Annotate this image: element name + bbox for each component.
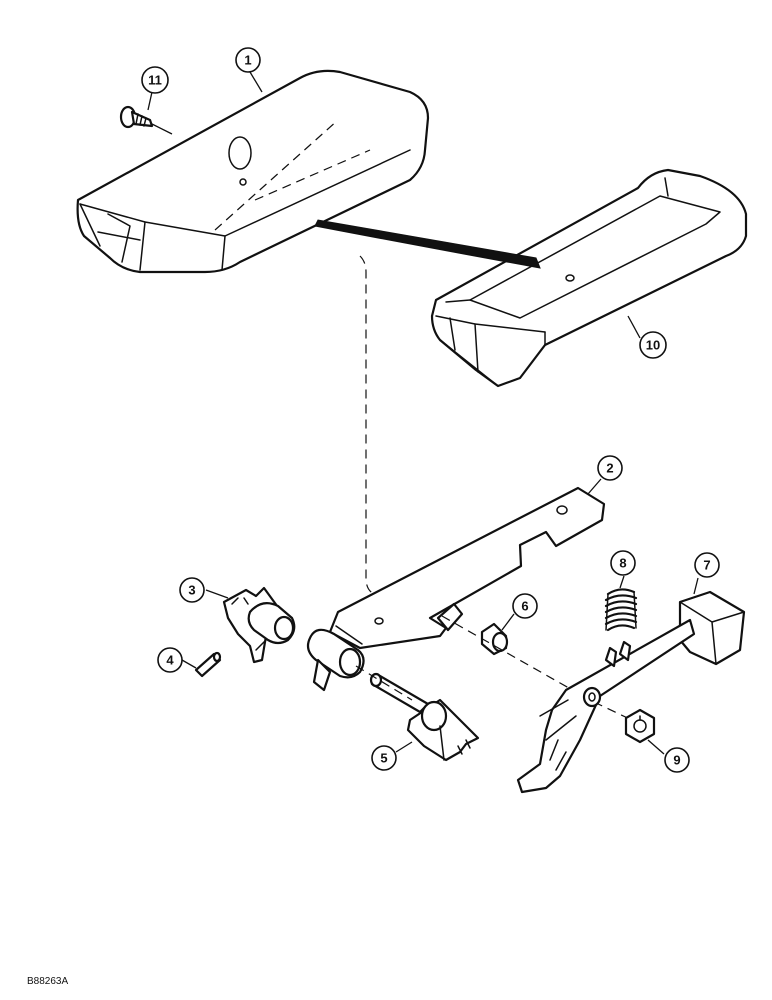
callout-8: 8 [610, 550, 636, 576]
alignment-line-shaft [355, 665, 413, 701]
spacer [480, 622, 509, 656]
callout-8-label: 8 [619, 556, 626, 571]
callout-1: 1 [235, 47, 261, 73]
callout-2: 2 [597, 455, 623, 481]
lever [516, 590, 746, 794]
callout-4: 4 [157, 647, 183, 673]
callout-11: 11 [141, 66, 169, 94]
latch [222, 586, 296, 664]
assembly-line [359, 255, 375, 595]
callout-9: 9 [664, 747, 690, 773]
nut [624, 708, 656, 744]
spring [604, 588, 638, 632]
callout-6: 6 [512, 593, 538, 619]
callout-11-label: 11 [148, 73, 162, 88]
roll-pin [194, 651, 222, 678]
callout-5-label: 5 [380, 751, 387, 766]
callout-4-label: 4 [166, 653, 174, 668]
callout-7: 7 [694, 552, 720, 578]
callout-5: 5 [371, 745, 397, 771]
callout-3: 3 [179, 577, 205, 603]
callout-10: 10 [639, 331, 667, 359]
screw [119, 105, 173, 135]
assembly-indicator [314, 219, 541, 269]
leader-lines [147, 71, 699, 755]
callout-2-label: 2 [606, 461, 613, 476]
armrest-base [430, 168, 748, 388]
alignment-line [441, 615, 591, 701]
pivot-shaft [369, 672, 480, 762]
callout-1-label: 1 [244, 53, 251, 68]
callout-10-label: 10 [646, 338, 660, 353]
callout-9-label: 9 [673, 753, 680, 768]
armrest-pad [76, 69, 430, 274]
callout-3-label: 3 [188, 583, 195, 598]
hinge-tube [306, 628, 365, 692]
figure-id-label: B88263A [27, 976, 69, 987]
callout-6-label: 6 [521, 599, 528, 614]
mounting-bracket [328, 486, 606, 650]
callout-7-label: 7 [703, 558, 710, 573]
